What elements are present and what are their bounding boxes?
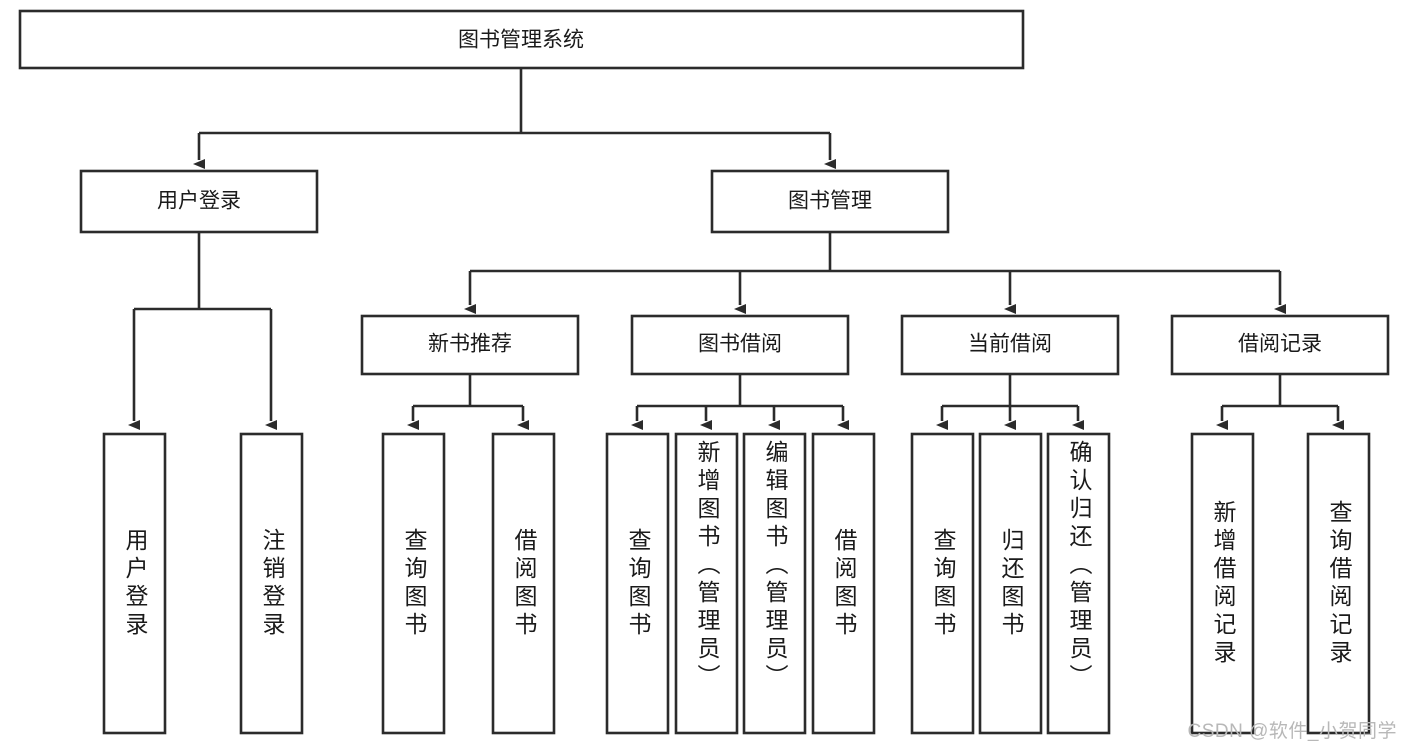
node-leaf-current-borrow-2-box[interactable] [1046,432,1111,735]
node-new-book-recommend[interactable]: 新书推荐 [360,314,580,376]
edge-group-book-mgmt-to-level3 [464,232,1286,314]
node-leaf-current-borrow-0[interactable] [910,432,975,735]
edge-group-new-book-to-leaves [407,374,529,430]
node-leaf-borrow-record-0-box[interactable] [1190,432,1255,735]
edge-group-book-borrow-to-leaves [631,374,849,430]
node-leaf-new-book-1[interactable] [491,432,556,735]
node-current-borrow-box[interactable] [900,314,1120,376]
node-leaf-user-login-1-box[interactable] [239,432,304,735]
node-leaf-current-borrow-2[interactable] [1046,432,1111,735]
node-leaf-book-borrow-0-box[interactable] [605,432,670,735]
node-leaf-user-login-0-box[interactable] [102,432,167,735]
edge-group-borrow-record-to-leaves [1216,374,1344,430]
node-current-borrow[interactable]: 当前借阅 [900,314,1120,376]
node-root-system-label: 图书管理系统 [458,29,584,52]
node-leaf-new-book-1-box[interactable] [491,432,556,735]
node-book-borrow-label: 图书借阅 [698,333,782,356]
node-leaf-book-borrow-3[interactable] [811,432,876,735]
node-user-login[interactable]: 用户登录 [79,169,319,234]
node-leaf-borrow-record-0[interactable] [1190,432,1255,735]
node-user-login-box[interactable] [79,169,319,234]
edge-group-user-login-to-leaves [128,232,277,430]
node-leaf-current-borrow-0-box[interactable] [910,432,975,735]
node-current-borrow-label: 当前借阅 [968,333,1052,356]
node-borrow-record-box[interactable] [1170,314,1390,376]
node-leaf-borrow-record-1[interactable] [1306,432,1371,735]
node-leaf-book-borrow-1-box[interactable] [674,432,739,735]
node-borrow-record[interactable]: 借阅记录 [1170,314,1390,376]
node-leaf-user-login-0[interactable] [102,432,167,735]
node-leaf-book-borrow-2[interactable] [742,432,807,735]
node-book-management-box[interactable] [710,169,950,234]
node-new-book-recommend-label: 新书推荐 [428,333,512,356]
node-leaf-current-borrow-1[interactable] [978,432,1043,735]
node-leaf-book-borrow-3-box[interactable] [811,432,876,735]
edge-group-current-borrow-to-leaves [936,374,1084,430]
node-leaf-borrow-record-1-box[interactable] [1306,432,1371,735]
node-leaf-new-book-0-box[interactable] [381,432,446,735]
node-borrow-record-label: 借阅记录 [1238,333,1322,356]
node-new-book-recommend-box[interactable] [360,314,580,376]
node-leaf-new-book-0[interactable] [381,432,446,735]
node-leaf-book-borrow-2-box[interactable] [742,432,807,735]
node-user-login-label: 用户登录 [157,190,241,213]
node-book-management[interactable]: 图书管理 [710,169,950,234]
node-leaf-book-borrow-1[interactable] [674,432,739,735]
node-book-borrow-box[interactable] [630,314,850,376]
node-root-system-box[interactable] [18,9,1025,70]
node-leaf-book-borrow-0[interactable] [605,432,670,735]
node-book-borrow[interactable]: 图书借阅 [630,314,850,376]
node-leaf-user-login-1[interactable] [239,432,304,735]
node-leaf-current-borrow-1-box[interactable] [978,432,1043,735]
node-root-system[interactable]: 图书管理系统 [18,9,1025,70]
edge-group-root-to-level2 [193,68,836,169]
node-book-management-label: 图书管理 [788,190,872,213]
